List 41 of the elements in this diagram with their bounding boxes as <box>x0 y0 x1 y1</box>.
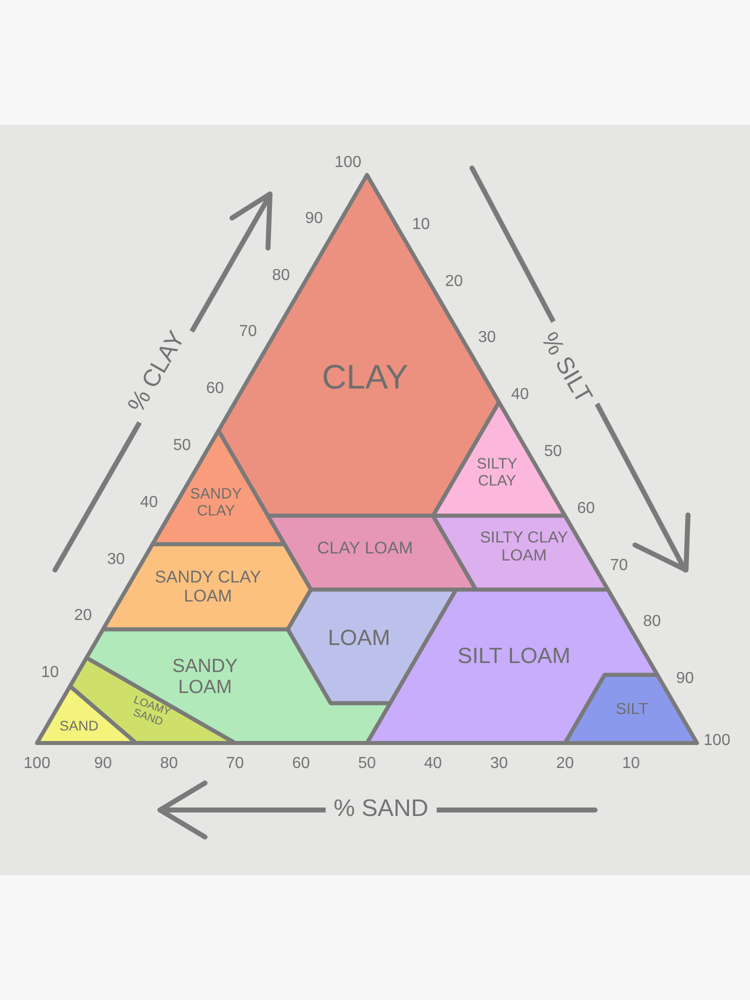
tick-label: 80 <box>272 266 290 286</box>
region-label: CLAY LOAM <box>317 540 413 558</box>
tick-label: 40 <box>140 492 158 513</box>
tick-label: 80 <box>160 754 178 774</box>
tick-label: 10 <box>622 754 640 774</box>
tick-label: 20 <box>556 754 574 774</box>
tick-label: 50 <box>358 754 376 774</box>
tick-label: 60 <box>577 498 595 519</box>
tick-label: 100 <box>704 731 730 751</box>
tick-label: 70 <box>239 322 257 342</box>
region-label: SILTY CLAY <box>476 456 518 490</box>
region-label: LOAM <box>328 626 390 650</box>
tick-label: 70 <box>610 556 628 576</box>
tick-label: 10 <box>412 214 430 235</box>
tick-label: 90 <box>676 669 694 690</box>
tick-label: 30 <box>478 328 496 348</box>
region-label: SANDY CLAY LOAM <box>154 568 262 606</box>
tick-label: 60 <box>292 754 310 774</box>
tick-label: 40 <box>424 754 442 774</box>
tick-label: 70 <box>226 754 244 774</box>
tick-label: 90 <box>305 208 323 229</box>
tick-label: 80 <box>643 612 661 632</box>
region-label: SANDY LOAM <box>172 657 239 699</box>
region-label: SANDY CLAY <box>189 486 243 520</box>
tick-label: 50 <box>544 442 562 462</box>
region-label: CLAY <box>322 359 408 397</box>
region-label: SILT LOAM <box>458 644 570 668</box>
tick-label: 100 <box>24 754 50 774</box>
tick-label: 60 <box>206 379 224 400</box>
tick-label: 20 <box>74 606 92 626</box>
region-label: SILTY CLAY LOAM <box>478 529 570 565</box>
tick-label: 10 <box>41 663 59 684</box>
tick-label: 30 <box>490 754 508 774</box>
tick-label: 50 <box>173 436 191 456</box>
tick-label: 100 <box>334 153 362 173</box>
region-label: SAND <box>60 718 98 734</box>
region-label: SILT <box>616 701 648 719</box>
tick-label: 40 <box>511 385 529 406</box>
tick-label: 20 <box>445 272 463 292</box>
tick-label: 30 <box>107 550 125 570</box>
tick-label: 90 <box>94 754 112 774</box>
